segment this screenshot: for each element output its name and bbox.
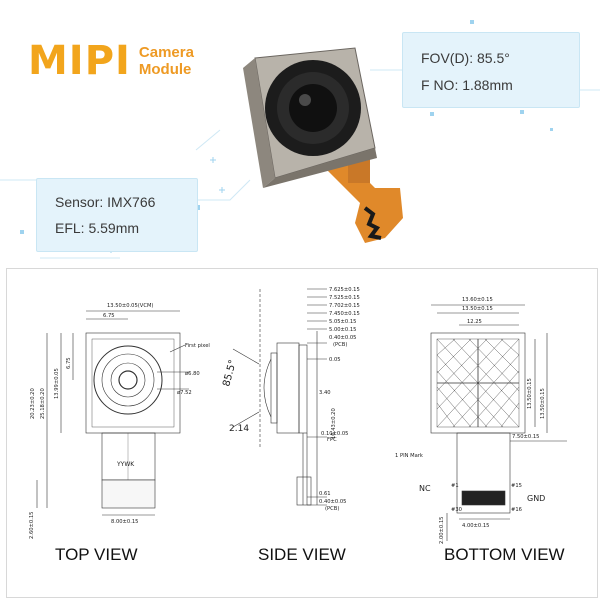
dim-bot-1: 13.50±0.15	[462, 306, 493, 312]
technical-drawing: 13.50±0.05(VCM) 6.75 20.23±0.20 25.18±0.…	[29, 287, 567, 544]
dim-top-half-h: 6.75	[66, 357, 72, 369]
bottom-view-label: BOTTOM VIEW	[444, 545, 565, 564]
side-view-drawing	[232, 288, 327, 506]
dim-bot-7: 4.00±0.15	[462, 523, 489, 529]
fov-callout: FOV(D): 85.5° F NO: 1.88mm	[402, 32, 580, 108]
label-nc: NC	[419, 484, 431, 493]
dim-first-pixel: First pixel	[185, 343, 210, 349]
dim-bot-4: 13.50±0.15	[527, 378, 533, 409]
top-view-label: TOP VIEW	[55, 545, 138, 564]
dim-bot-3: 13.50±0.15	[540, 388, 546, 419]
brand-subtitle: Camera Module	[139, 44, 194, 78]
dim-bot-6: 1 PIN Mark	[395, 453, 423, 459]
pin-15: #15	[511, 483, 522, 489]
dim-side-12: 0.10±0.05	[321, 431, 348, 437]
dim-side-13: FPC	[327, 437, 337, 443]
dim-side-14: 0.61	[319, 491, 331, 497]
dim-side-16: (PCB)	[325, 506, 339, 512]
dim-stiffener: 2.60±0.15	[29, 512, 35, 539]
pin-1: #1	[451, 483, 459, 489]
efl-text: EFL: 5.59mm	[55, 220, 140, 236]
dim-side-3: 7.450±0.15	[329, 311, 360, 317]
dim-side-1: 7.525±0.15	[329, 295, 360, 301]
dim-bot-0: 13.60±0.15	[462, 297, 493, 303]
brand-mipi: MIPI	[28, 38, 131, 84]
dim-side-fov: 85.5°	[221, 359, 239, 388]
dim-bot-5: 7.50±0.15	[512, 434, 539, 440]
dim-side-9: 2.14	[229, 424, 249, 434]
dim-top-total-h2: 25.18±0.20	[40, 388, 46, 419]
dim-top-total-h: 20.23±0.20	[30, 388, 36, 419]
bottom-view-drawing	[430, 304, 567, 541]
dim-top-width: 13.50±0.05(VCM)	[107, 303, 153, 309]
subtitle-line1: Camera	[138, 44, 194, 61]
dim-side-11: 16.43±0.20	[331, 408, 337, 439]
dim-side-0: 7.625±0.15	[329, 287, 360, 293]
label-gnd: GND	[527, 494, 545, 503]
dim-bot-2: 12.25	[467, 319, 482, 325]
dim-diam-2: ø7.52	[177, 390, 192, 396]
dim-bot-8: 2.00±0.15	[439, 517, 445, 544]
fno-text: F NO: 1.88mm	[421, 77, 513, 93]
dim-side-4: 5.05±0.15	[329, 319, 356, 325]
camera-module-image	[243, 47, 403, 243]
subtitle-line2: Module	[138, 61, 192, 78]
dim-side-6: 0.40±0.05	[329, 335, 356, 341]
brand-title: MIPI Camera Module	[28, 38, 194, 84]
dim-side-5: 5.00±0.15	[329, 327, 356, 333]
pin-30: #30	[451, 507, 462, 513]
dim-diam-1: ø6.80	[185, 371, 200, 377]
sensor-callout: Sensor: IMX766 EFL: 5.59mm	[36, 178, 198, 252]
dim-top-body-h: 13.99±0.05	[54, 368, 60, 399]
pin-16: #16	[511, 507, 522, 513]
sensor-text: Sensor: IMX766	[55, 194, 156, 210]
top-view-drawing	[36, 310, 189, 516]
dim-side-10: 3.40	[319, 390, 331, 396]
fov-text: FOV(D): 85.5°	[421, 50, 510, 66]
technical-drawing-panel: 13.50±0.05(VCM) 6.75 20.23±0.20 25.18±0.…	[6, 268, 598, 598]
dim-side-7: (PCB)	[333, 342, 347, 348]
dim-top-half: 6.75	[103, 313, 115, 319]
top-marking: YYWK	[116, 461, 135, 468]
dim-side-15: 0.40±0.05	[319, 499, 346, 505]
dim-fpc-width: 8.00±0.15	[111, 519, 138, 525]
dim-side-2: 7.702±0.15	[329, 303, 360, 309]
side-view-label: SIDE VIEW	[258, 545, 346, 564]
dim-side-8: 0.05	[329, 357, 341, 363]
product-photo-area: MIPI Camera Module FOV(D): 85.5° F NO: 1…	[0, 0, 600, 262]
